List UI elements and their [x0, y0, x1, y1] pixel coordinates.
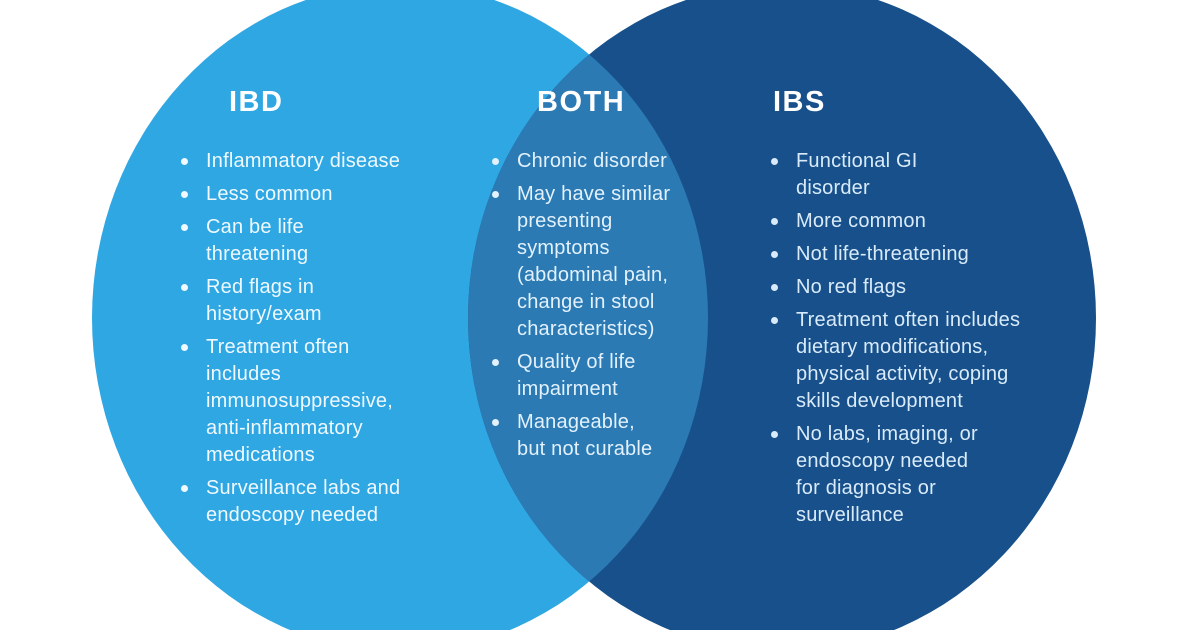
list-item: Can be life threatening — [181, 214, 456, 268]
bullet-icon — [492, 419, 499, 426]
bullet-icon — [771, 158, 778, 165]
list-item: Surveillance labs and endoscopy needed — [181, 475, 456, 529]
bullet-icon — [771, 317, 778, 324]
bullet-icon — [492, 191, 499, 198]
list-item-text: Treatment often includes immunosuppressi… — [206, 336, 394, 466]
list-item-text: Less common — [206, 183, 333, 205]
list-item-text: Chronic disorder — [517, 150, 667, 172]
list-item-text: Surveillance labs and endoscopy needed — [206, 477, 401, 526]
list-item: Not life-threatening — [771, 241, 1071, 268]
both-bullet-list: Chronic disorder May have similar presen… — [492, 148, 727, 469]
ibs-bullet-list: Functional GI disorder More common Not l… — [771, 148, 1071, 535]
bullet-icon — [492, 158, 499, 165]
list-item-text: Treatment often includes dietary modific… — [796, 309, 1021, 412]
bullet-icon — [492, 359, 499, 366]
ibs-heading: IBS — [773, 86, 826, 118]
ibd-heading: IBD — [229, 86, 284, 118]
bullet-icon — [181, 344, 188, 351]
list-item: Manageable, but not curable — [492, 409, 727, 463]
list-item-text: Functional GI disorder — [796, 150, 918, 199]
bullet-icon — [181, 191, 188, 198]
bullet-icon — [771, 251, 778, 258]
list-item-text: Can be life threatening — [206, 216, 309, 265]
list-item: Quality of life impairment — [492, 349, 727, 403]
list-item-text: Manageable, but not curable — [517, 411, 653, 460]
list-item: Treatment often includes dietary modific… — [771, 307, 1071, 415]
list-item: Functional GI disorder — [771, 148, 1071, 202]
ibd-bullet-list: Inflammatory disease Less common Can be … — [181, 148, 456, 535]
list-item: Red flags in history/exam — [181, 274, 456, 328]
list-item: Treatment often includes immunosuppressi… — [181, 334, 456, 469]
both-heading: BOTH — [537, 86, 626, 118]
list-item: May have similar presenting symptoms (ab… — [492, 181, 727, 343]
overlap-region-both — [468, 0, 708, 630]
list-item: More common — [771, 208, 1071, 235]
list-item-text: May have similar presenting symptoms (ab… — [517, 183, 671, 340]
list-item: Chronic disorder — [492, 148, 727, 175]
list-item: Less common — [181, 181, 456, 208]
list-item-text: No labs, imaging, or endoscopy needed fo… — [796, 423, 978, 526]
bullet-icon — [181, 224, 188, 231]
list-item-text: Inflammatory disease — [206, 150, 401, 172]
list-item: No labs, imaging, or endoscopy needed fo… — [771, 421, 1071, 529]
bullet-icon — [181, 158, 188, 165]
bullet-icon — [181, 485, 188, 492]
bullet-icon — [181, 284, 188, 291]
list-item: No red flags — [771, 274, 1071, 301]
bullet-icon — [771, 218, 778, 225]
list-item: Inflammatory disease — [181, 148, 456, 175]
bullet-icon — [771, 284, 778, 291]
list-item-text: More common — [796, 210, 927, 232]
list-item-text: Not life-threatening — [796, 243, 969, 265]
list-item-text: No red flags — [796, 276, 907, 298]
list-item-text: Red flags in history/exam — [206, 276, 322, 325]
bullet-icon — [771, 431, 778, 438]
list-item-text: Quality of life impairment — [517, 351, 636, 400]
